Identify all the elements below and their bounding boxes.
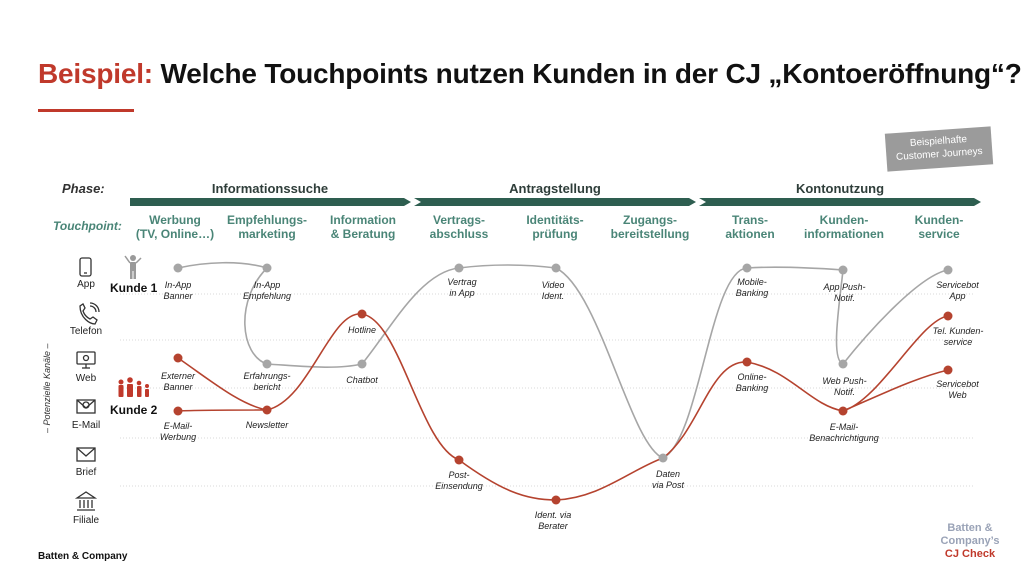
node-tel-kundenservice: [943, 311, 953, 321]
kunde-1-label: Kunde 1: [110, 281, 158, 295]
page-title: Beispiel: Welche Touchpoints nutzen Kund…: [38, 58, 1022, 90]
touchpoint-kundenservice: Kunden-service: [914, 213, 964, 241]
journey-kunde-1: [177, 261, 949, 459]
touchpoint-vertragsabschluss: Vertrags-abschluss: [429, 213, 489, 241]
node-daten-via-post: [658, 453, 668, 463]
node-video-ident: [551, 263, 561, 273]
phone-icon: [79, 302, 100, 325]
kunde-2-nodes: [173, 309, 953, 505]
label-email-benachrichtigung: E-Mail-Benachrichtigung: [809, 422, 879, 443]
phase-arrow-1: [130, 198, 411, 206]
node-vertrag-in-app: [454, 263, 464, 273]
phase-arrow-2: [414, 198, 696, 206]
label-chatbot: Chatbot: [346, 375, 378, 385]
label-tel-kundenservice: Tel. Kunden-service: [932, 326, 984, 347]
node-erfahrungsbericht: [262, 359, 272, 369]
footer-company: Batten & Company: [38, 551, 128, 562]
email-icon: [76, 399, 96, 414]
touchpoint-zugangsbereitstellung: Zugangs-bereitstellung: [610, 213, 690, 241]
node-hotline: [357, 309, 367, 319]
node-ident-via-berater: [551, 495, 561, 505]
phase-kontonutzung: Kontonutzung: [795, 181, 885, 196]
label-email-werbung: E-Mail-Werbung: [159, 421, 197, 442]
channel-brief: Brief: [75, 467, 97, 478]
touchpoint-information-beratung: Information& Beratung: [330, 213, 396, 241]
node-newsletter: [262, 405, 272, 415]
node-post-einsendung: [454, 455, 464, 465]
node-in-app-banner: [173, 263, 183, 273]
kunde-1-nodes: [173, 263, 953, 463]
phase-row-label: Phase:: [62, 181, 105, 196]
node-online-banking: [742, 357, 752, 367]
channel-app: App: [77, 279, 95, 290]
monitor-icon: [76, 351, 96, 369]
smartphone-icon: [79, 257, 92, 277]
label-online-banking: Online-Banking: [735, 372, 769, 393]
touchpoint-kundeninformationen: Kunden-informationen: [804, 213, 884, 241]
label-erfahrungsbericht: Erfahrungs-bericht: [243, 371, 291, 392]
touchpoint-transaktionen: Trans-aktionen: [725, 213, 775, 241]
kunde-2-label: Kunde 2: [110, 403, 158, 417]
person-icon: [124, 255, 142, 279]
channel-filiale: Filiale: [72, 515, 100, 526]
channel-web: Web: [75, 373, 97, 384]
touchpoint-werbung: Werbung(TV, Online…): [135, 213, 215, 241]
node-app-push-notif: [838, 265, 848, 275]
title-text: Welche Touchpoints nutzen Kunden in der …: [152, 58, 1022, 89]
node-web-push-notif: [838, 359, 848, 369]
title-underline: [38, 109, 134, 112]
node-servicebot-app: [943, 265, 953, 275]
node-externer-banner: [173, 353, 183, 363]
channel-email: E-Mail: [71, 420, 101, 431]
node-chatbot: [357, 359, 367, 369]
envelope-icon: [76, 447, 96, 462]
label-mobile-banking: Mobile-Banking: [735, 277, 769, 298]
brand-logo: Batten & Company’s CJ Check: [940, 522, 1000, 560]
node-email-werbung: [173, 406, 183, 416]
label-app-push-notif: App Push-Notif.: [823, 282, 866, 303]
label-web-push-notif: Web Push-Notif.: [822, 376, 867, 397]
journey-kunde-2: [177, 313, 949, 501]
label-hotline: Hotline: [347, 325, 376, 335]
bank-icon: [74, 491, 98, 511]
touchpoint-empfehlungsmarketing: Empfehlungs-marketing: [227, 213, 307, 241]
family-icon: [118, 377, 149, 397]
node-email-benachrichtigung: [838, 406, 848, 416]
label-newsletter: Newsletter: [245, 420, 289, 430]
touchpoint-row-label: Touchpoint:: [53, 219, 122, 233]
phase-informationssuche: Informationssuche: [211, 181, 329, 196]
node-servicebot-web: [943, 365, 953, 375]
title-lead: Beispiel:: [38, 58, 153, 89]
phase-arrow-3: [699, 198, 981, 206]
node-mobile-banking: [742, 263, 752, 273]
phase-antragstellung: Antragstellung: [509, 181, 601, 196]
channel-telefon: Telefon: [69, 326, 103, 337]
label-post-einsendung: Post-Einsendung: [435, 470, 483, 491]
node-in-app-empfehlung: [262, 263, 272, 273]
touchpoint-identitaetspruefung: Identitäts-prüfung: [526, 213, 584, 241]
